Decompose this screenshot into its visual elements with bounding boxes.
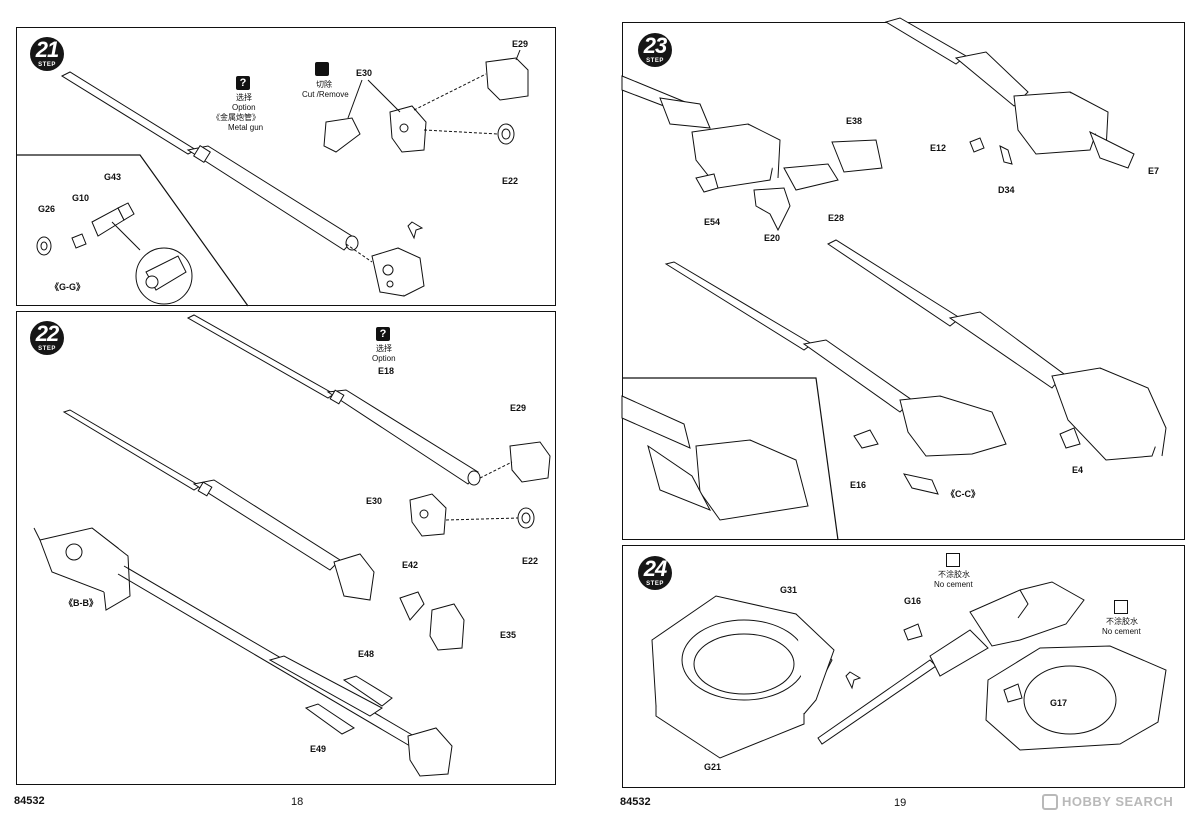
step-23-badge: 23 STEP [638, 33, 672, 67]
right-page: 23 STEP E38 E12 E7 D34 E54 E28 E20 E16 E… [600, 0, 1200, 815]
step-23-step-word: STEP [646, 58, 664, 64]
part-e18: E18 [378, 366, 395, 376]
step21-option-en: Option [232, 103, 256, 112]
cut-remove-icon [315, 62, 329, 76]
part-e7: E7 [1148, 166, 1160, 176]
inset-cc-label: 《C-C》 [946, 489, 980, 499]
part-g43: G43 [104, 172, 122, 182]
part-e29-step22: E29 [510, 403, 527, 413]
part-e29-step21: E29 [512, 39, 529, 49]
part-e16: E16 [850, 480, 867, 490]
step-21-number: 21 [35, 37, 59, 62]
watermark-text: HOBBY SEARCH [1062, 794, 1174, 809]
part-g26: G26 [38, 204, 56, 214]
part-g10: G10 [72, 193, 90, 203]
step-22-number: 22 [35, 321, 59, 346]
option-question-icon-22: ? [376, 327, 390, 341]
step-24-badge: 24 STEP [638, 556, 672, 590]
part-e35: E35 [500, 630, 517, 640]
step21-metal-gun-en: Metal gun [228, 123, 264, 132]
left-page: 21 STEP ? 选择 Option 《金属炮管》 Metal gun 切除 … [14, 27, 556, 808]
part-d34: D34 [998, 185, 1015, 195]
part-e42: E42 [402, 560, 419, 570]
option-question-icon: ? [236, 76, 250, 90]
step-22-drawing [33, 314, 551, 777]
part-e20: E20 [764, 233, 781, 243]
part-e30-step22: E30 [366, 496, 383, 506]
step22-option-en: Option [372, 354, 396, 363]
step21-cut-cn: 切除 [316, 80, 332, 89]
step-23-number: 23 [643, 33, 667, 58]
part-e12: E12 [930, 143, 947, 153]
step-21-badge: 21 STEP [30, 37, 64, 71]
no-cement-en-1: No cement [934, 580, 973, 589]
product-code-right: 84532 [620, 796, 651, 808]
page-number-19: 19 [894, 797, 907, 809]
part-g21: G21 [704, 762, 722, 772]
part-g17: G17 [1050, 698, 1068, 708]
step21-option-cn: 选择 [236, 93, 252, 102]
part-g16: G16 [904, 596, 922, 606]
part-e48: E48 [358, 649, 375, 659]
step21-cut-en: Cut /Remove [302, 90, 349, 99]
step-23-drawing [621, 17, 1167, 541]
step-21-panel [16, 27, 556, 306]
part-e38: E38 [846, 116, 863, 126]
part-e28: E28 [828, 213, 845, 223]
part-e49: E49 [310, 744, 327, 754]
watermark-logo-icon [1042, 794, 1058, 810]
inset-bb-label: 《B-B》 [64, 598, 98, 608]
step-21-drawing [16, 49, 529, 307]
part-e54: E54 [704, 217, 721, 227]
step-21-step-word: STEP [38, 62, 56, 68]
part-e30-step21: E30 [356, 68, 373, 78]
step-24-drawing [651, 581, 1167, 759]
step22-option-cn: 选择 [376, 344, 392, 353]
product-code-left: 84532 [14, 795, 45, 807]
step21-metal-gun-cn: 《金属炮管》 [212, 113, 260, 122]
step-24-step-word: STEP [646, 581, 664, 587]
step-22-badge: 22 STEP [30, 321, 64, 355]
no-cement-icon-1 [946, 553, 960, 567]
part-e4: E4 [1072, 465, 1084, 475]
page-number-18: 18 [291, 796, 304, 808]
step-22-step-word: STEP [38, 346, 56, 352]
no-cement-en-2: No cement [1102, 627, 1141, 636]
inset-gg-label: 《G-G》 [50, 282, 85, 292]
step-24-number: 24 [643, 556, 667, 581]
part-e22-step21: E22 [502, 176, 519, 186]
part-g31: G31 [780, 585, 798, 595]
part-e22-step22: E22 [522, 556, 539, 566]
no-cement-icon-2 [1114, 600, 1128, 614]
no-cement-cn-2: 不涂胶水 [1106, 617, 1138, 626]
no-cement-cn-1: 不涂胶水 [938, 570, 970, 579]
